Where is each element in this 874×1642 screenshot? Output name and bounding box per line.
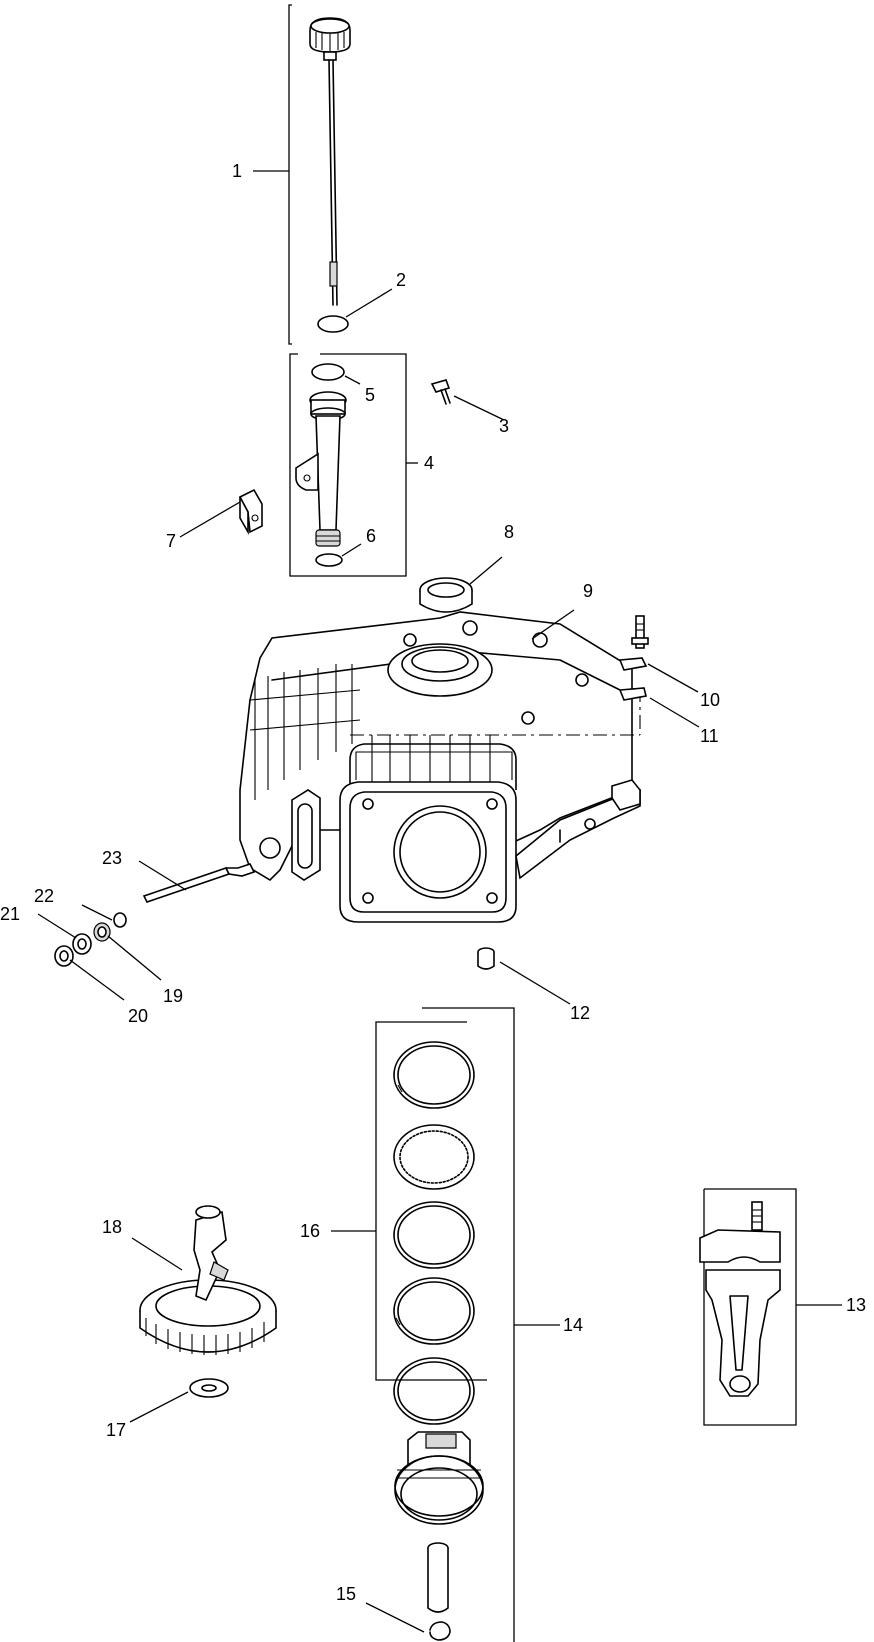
callout-6: 6 xyxy=(366,526,376,546)
bracket-group-4 xyxy=(289,353,418,577)
retaining-ring-15 xyxy=(429,1621,451,1641)
washer-22 xyxy=(113,912,127,928)
callout-21: 21 xyxy=(0,904,20,924)
piston-rings-16 xyxy=(393,1041,475,1425)
leader-lines xyxy=(37,288,700,1633)
callout-4: 4 xyxy=(424,453,434,473)
o-ring-2 xyxy=(317,315,349,333)
callout-22: 22 xyxy=(34,886,54,906)
dowel-12 xyxy=(477,947,495,970)
callout-13: 13 xyxy=(846,1295,866,1315)
callout-9: 9 xyxy=(583,581,593,601)
callout-14: 14 xyxy=(563,1315,583,1335)
bracket-11 xyxy=(618,687,647,701)
callout-labels: 1 2 3 4 5 6 7 8 9 10 11 12 13 14 15 16 1… xyxy=(0,161,866,1604)
governor-shaft-23 xyxy=(142,863,256,903)
callout-18: 18 xyxy=(102,1217,122,1237)
oil-filler-tube xyxy=(295,391,347,547)
clip-7 xyxy=(238,488,263,536)
connecting-rod-13 xyxy=(699,1201,781,1397)
callout-10: 10 xyxy=(700,690,720,710)
callout-11: 11 xyxy=(700,726,719,746)
piston-pin xyxy=(427,1542,449,1613)
bracket-group-1 xyxy=(253,4,292,345)
callout-5: 5 xyxy=(365,385,375,405)
callout-16: 16 xyxy=(300,1221,320,1241)
bracket-group-14 xyxy=(422,1007,560,1642)
oil-seal-8 xyxy=(419,577,473,613)
dipstick xyxy=(309,17,351,306)
screw-3 xyxy=(430,379,451,405)
bracket-group-13 xyxy=(703,1188,842,1426)
seal-19 xyxy=(93,922,111,942)
callout-7: 7 xyxy=(166,531,176,551)
piston xyxy=(394,1431,484,1525)
callout-1: 1 xyxy=(232,161,242,181)
bracket-group-16 xyxy=(331,1021,487,1381)
stud-10 xyxy=(618,615,649,671)
o-ring-6 xyxy=(315,553,343,567)
callout-12: 12 xyxy=(570,1003,590,1023)
washer-20 xyxy=(54,945,74,967)
callout-19: 19 xyxy=(163,986,183,1006)
callout-3: 3 xyxy=(499,416,509,436)
crankcase xyxy=(239,611,641,923)
callout-17: 17 xyxy=(106,1420,126,1440)
callout-20: 20 xyxy=(128,1006,148,1026)
callout-23: 23 xyxy=(102,848,122,868)
camshaft-18 xyxy=(139,1205,277,1355)
o-ring-5 xyxy=(311,363,345,381)
callout-2: 2 xyxy=(396,270,406,290)
callout-8: 8 xyxy=(504,522,514,542)
washer-17 xyxy=(189,1378,229,1398)
callout-15: 15 xyxy=(336,1584,356,1604)
washer-21 xyxy=(72,933,92,955)
